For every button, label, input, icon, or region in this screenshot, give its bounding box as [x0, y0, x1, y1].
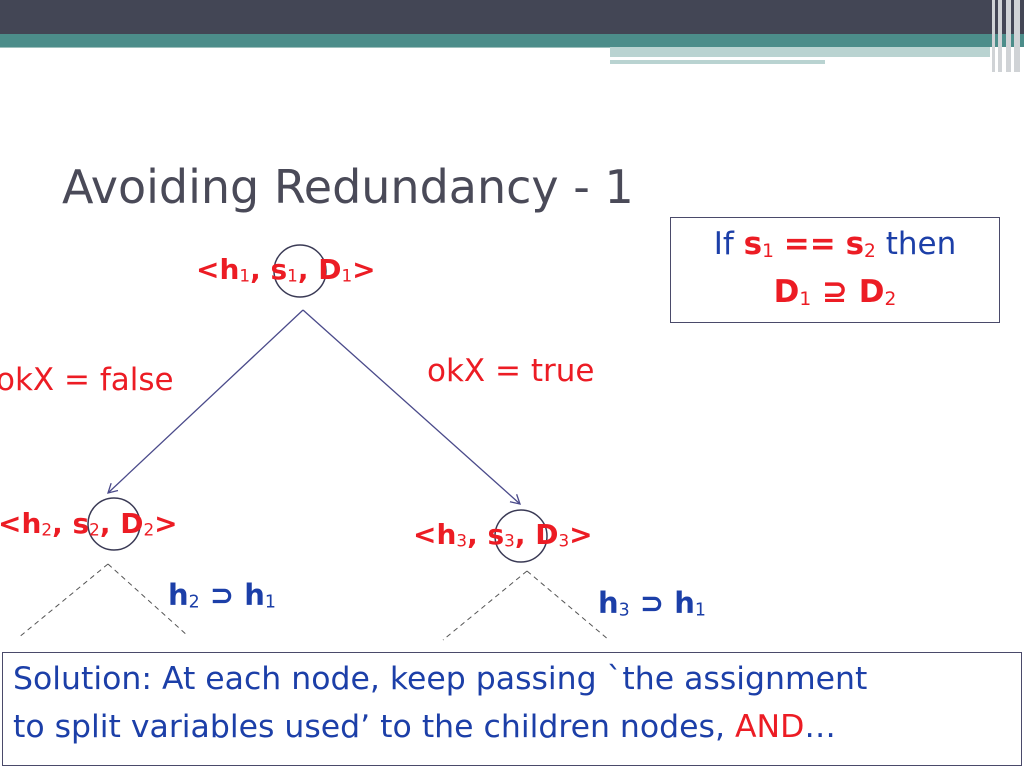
right-d: D [535, 518, 559, 551]
left-node-label: <h2, s2, D2> [0, 507, 178, 540]
right-imp-a-sub: 3 [618, 600, 630, 621]
edge-root-right [302, 309, 521, 505]
superset-symbol: ⊃ [639, 586, 665, 620]
superset-symbol: ⊃ [209, 578, 235, 612]
header-accent-line [0, 47, 610, 48]
right-s-sub: 3 [504, 530, 515, 551]
left-imp-a: h [168, 578, 189, 612]
header-vertical-stripe [992, 0, 995, 72]
right-implication: h3 ⊃ h1 [598, 586, 706, 621]
condition-s2-letter: s [845, 226, 865, 262]
right-s-circle [494, 509, 548, 563]
condition-s2: s2 [846, 226, 876, 262]
solution-ellipsis: … [804, 709, 836, 745]
condition-s1-letter: s [743, 226, 763, 262]
root-d-sub: 1 [341, 265, 353, 286]
right-h-sub: 3 [456, 530, 468, 551]
left-s: s [72, 507, 90, 540]
condition-line-1: If s1 == s2 then [671, 226, 999, 262]
left-imp-b-sub: 1 [264, 592, 276, 613]
solution-line-1: Solution: At each node, keep passing `th… [13, 661, 868, 697]
right-node-label: <h3, s3, D3> [413, 518, 593, 551]
subtree-right-edge [442, 570, 528, 641]
header-vertical-stripe [1014, 0, 1020, 72]
header-accent-stripe-thin [610, 60, 825, 64]
condition-s1: s1 [744, 226, 774, 262]
left-d-sub: 2 [143, 519, 155, 540]
condition-d2-sub: 2 [884, 288, 897, 310]
left-d: D [120, 507, 144, 540]
right-imp-b: h [674, 586, 695, 620]
root-s-sub: 1 [287, 265, 298, 286]
then-word: then [885, 226, 957, 262]
root-h: h [219, 253, 240, 286]
left-s-sub: 2 [89, 519, 100, 540]
header-bar [0, 0, 1024, 34]
right-s: s [487, 518, 505, 551]
right-imp-a: h [598, 586, 619, 620]
right-d-sub: 3 [558, 530, 570, 551]
condition-d1: D [773, 274, 800, 310]
right-h: h [436, 518, 457, 551]
condition-box: If s1 == s2 then D1 ⊇ D2 [670, 217, 1000, 323]
edge-root-left [107, 309, 304, 494]
left-implication: h2 ⊃ h1 [168, 578, 276, 613]
edge-left-label: okX = false [0, 362, 174, 398]
root-h-sub: 1 [239, 265, 251, 286]
left-h-sub: 2 [41, 519, 53, 540]
left-imp-a-sub: 2 [188, 592, 200, 613]
condition-d1-sub: 1 [799, 288, 812, 310]
root-s: s [270, 253, 288, 286]
solution-and: AND [734, 709, 805, 745]
condition-line-2: D1 ⊇ D2 [671, 274, 999, 310]
left-imp-b: h [244, 578, 265, 612]
condition-s1-sub: 1 [762, 240, 774, 262]
root-d: D [318, 253, 342, 286]
root-node-label: <h1, s1, D1> [196, 253, 376, 286]
slide-title: Avoiding Redundancy - 1 [62, 160, 634, 214]
superset-eq-symbol: ⊇ [822, 274, 848, 310]
edge-right-label: okX = true [427, 353, 595, 389]
if-word: If [713, 226, 734, 262]
header-accent-stripe [610, 47, 990, 57]
header-accent-bar [0, 34, 1024, 47]
solution-line-2-text: to split variables used’ to the children… [13, 709, 725, 745]
solution-box: Solution: At each node, keep passing `th… [2, 652, 1022, 766]
left-s-circle [87, 497, 141, 551]
right-imp-b-sub: 1 [694, 600, 706, 621]
subtree-right-edge [526, 570, 610, 641]
subtree-left-edge [17, 563, 109, 639]
equals-operator: == [783, 226, 836, 262]
condition-d2: D [858, 274, 885, 310]
condition-s2-sub: 2 [864, 240, 876, 262]
header-vertical-stripe [1006, 0, 1011, 72]
root-s-circle [273, 244, 327, 298]
left-h: h [21, 507, 42, 540]
solution-line-2: to split variables used’ to the children… [13, 709, 836, 745]
header-vertical-stripe [998, 0, 1002, 72]
